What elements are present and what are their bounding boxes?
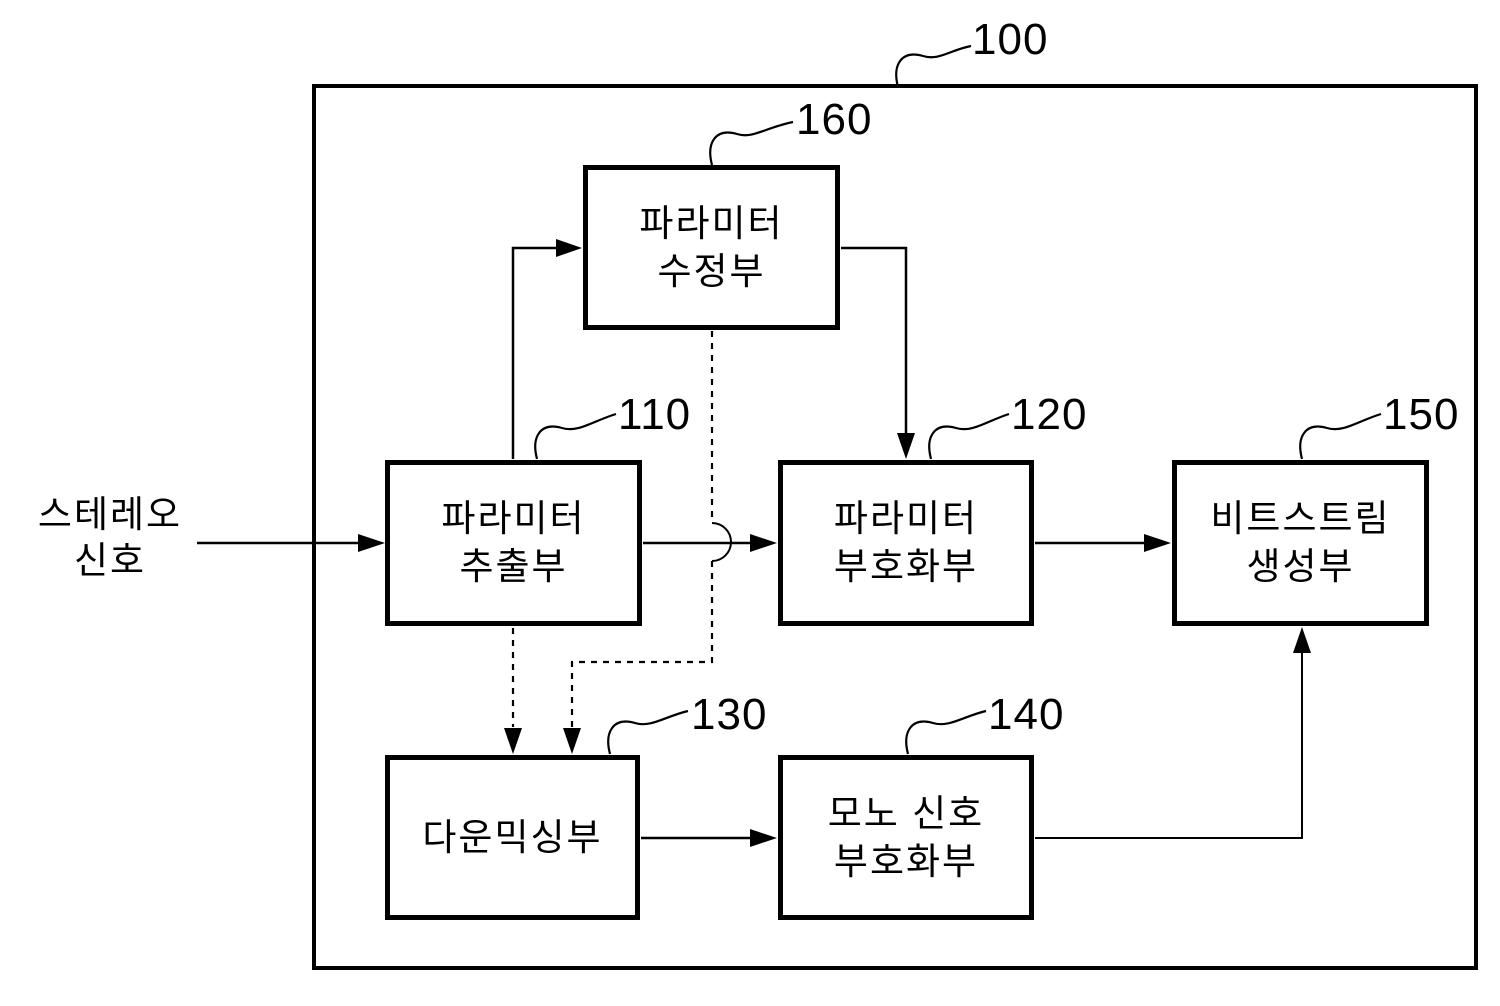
block-parameter-encoder: 파라미터 부호화부 [778, 460, 1034, 626]
ref-label-110: 110 [618, 390, 692, 439]
dashed-arrow-modifier-to-downmixer [563, 331, 732, 754]
arrow-encoder-to-generator [1035, 534, 1171, 552]
ref-label-160: 160 [796, 95, 873, 144]
ref-label-140: 140 [988, 690, 1065, 739]
block-downmixer-line1: 다운믹싱부 [422, 816, 603, 858]
block-parameter-extractor-line1: 파라미터 [441, 498, 586, 539]
stereo-signal-label-line2: 신호 [73, 540, 147, 581]
arrow-monoencoder-to-generator [1035, 627, 1311, 839]
arrow-extractor-to-modifier [511, 239, 582, 459]
block-parameter-encoder-line1: 파라미터 [833, 498, 979, 539]
ref-label-150: 150 [1383, 390, 1460, 439]
block-bitstream-generator-line1: 비트스트림 [1210, 498, 1391, 539]
block-mono-signal-encoder-line2: 부호화부 [833, 840, 979, 882]
leader-line-140 [905, 709, 987, 755]
stereo-signal-label-line1: 스테레오 [37, 494, 183, 535]
leader-line-160 [709, 120, 794, 166]
arrow-stereo-input [197, 534, 385, 552]
block-mono-signal-encoder-line1: 모노 신호 [827, 792, 985, 834]
arrow-downmixer-to-monoencoder [641, 829, 777, 847]
block-bitstream-generator: 비트스트림 생성부 [1172, 460, 1429, 626]
block-parameter-extractor: 파라미터 추출부 [385, 460, 642, 626]
leader-line-110 [534, 412, 617, 460]
ref-label-100: 100 [972, 15, 1049, 64]
block-parameter-extractor-line2: 추출부 [459, 546, 568, 587]
block-parameter-modifier-line1: 파라미터 [639, 202, 784, 244]
leader-line-150 [1299, 412, 1382, 460]
leader-line-100 [895, 44, 972, 88]
block-parameter-modifier: 파라미터 수정부 [583, 165, 840, 330]
block-parameter-encoder-line2: 부호화부 [833, 546, 979, 587]
ref-label-130: 130 [691, 690, 768, 739]
leader-line-130 [607, 709, 689, 755]
arrow-extractor-to-encoder [643, 534, 777, 552]
system-boundary-box [312, 84, 1478, 970]
block-bitstream-generator-line2: 생성부 [1246, 546, 1355, 587]
dashed-arrow-extractor-to-downmixer [504, 628, 522, 754]
stereo-signal-label: 스테레오 신호 [15, 492, 205, 584]
block-parameter-modifier-line2: 수정부 [657, 250, 766, 292]
leader-line-120 [928, 412, 1010, 460]
ref-label-120: 120 [1011, 390, 1088, 439]
block-downmixer: 다운믹싱부 [385, 755, 640, 920]
arrow-modifier-to-encoder [841, 246, 915, 459]
block-mono-signal-encoder: 모노 신호 부호화부 [778, 755, 1034, 920]
